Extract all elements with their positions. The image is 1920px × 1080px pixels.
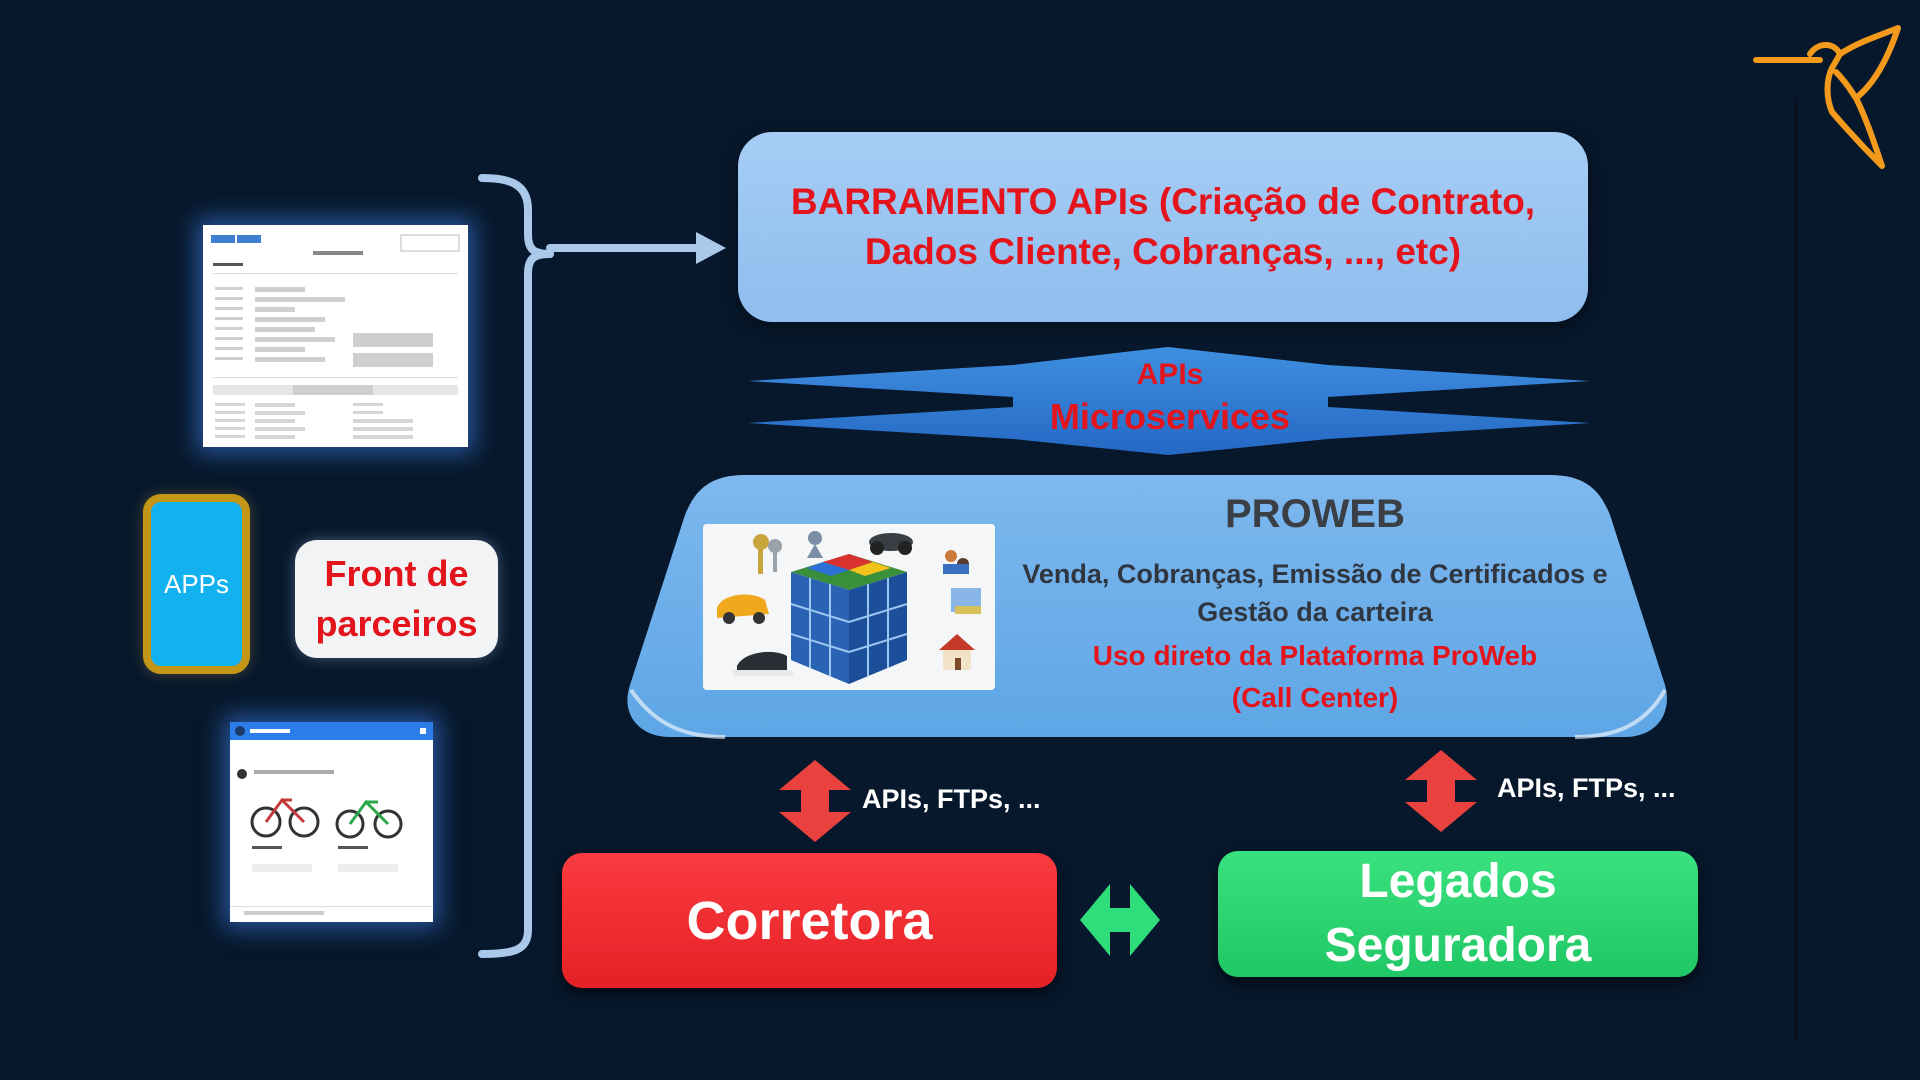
bracket-connector [478,174,726,958]
left-updown-arrow-icon [779,760,851,842]
front-parceiros-box: Front de parceiros [295,540,498,658]
proweb-title: PROWEB [1225,492,1405,536]
right-updown-arrow-icon [1405,750,1477,832]
proweb-text-block: PROWEB Venda, Cobranças, Emissão de Cert… [1010,492,1620,719]
chat-thumbnail-graphic [230,722,433,915]
apps-label: APPs [163,568,230,599]
left-connection-label: APIs, FTPs, ... [862,784,1041,814]
apps-box: APPs [143,494,250,674]
barramento-box: BARRAMENTO APIs (Criação de Contrato, Da… [738,132,1588,322]
corretora-box: Corretora [562,853,1057,988]
vertical-divider [1795,100,1797,1040]
bird-logo-icon [1753,25,1901,169]
front-parceiros-label: Front de parceiros [315,553,478,644]
legados-seguradora-box: Legados Seguradora [1218,851,1698,977]
insurance-cube-icon [703,524,995,690]
apis-double-arrow [748,347,1590,455]
bicycle-icon [250,797,403,839]
chat-screenshot-thumbnail [230,722,433,922]
apis-microservices-label: APIs Microservices [980,355,1360,439]
legados-label: Legados Seguradora [1324,855,1592,972]
form-screenshot-thumbnail [203,225,468,447]
green-leftright-arrow-icon [1080,884,1160,956]
apis-label: APIs [1136,358,1204,391]
form-thumbnail-graphic [211,234,460,439]
barramento-text: BARRAMENTO APIs (Criação de Contrato, Da… [790,181,1536,272]
right-connection-label: APIs, FTPs, ... [1497,773,1676,803]
insurance-cube-illustration [703,524,995,690]
proweb-description: Venda, Cobranças, Emissão de Certificado… [1022,559,1608,627]
microservices-label: Microservices [1049,396,1291,437]
proweb-highlight: Uso direto da Plataforma ProWeb (Call Ce… [1092,640,1538,713]
corretora-label: Corretora [686,890,933,951]
